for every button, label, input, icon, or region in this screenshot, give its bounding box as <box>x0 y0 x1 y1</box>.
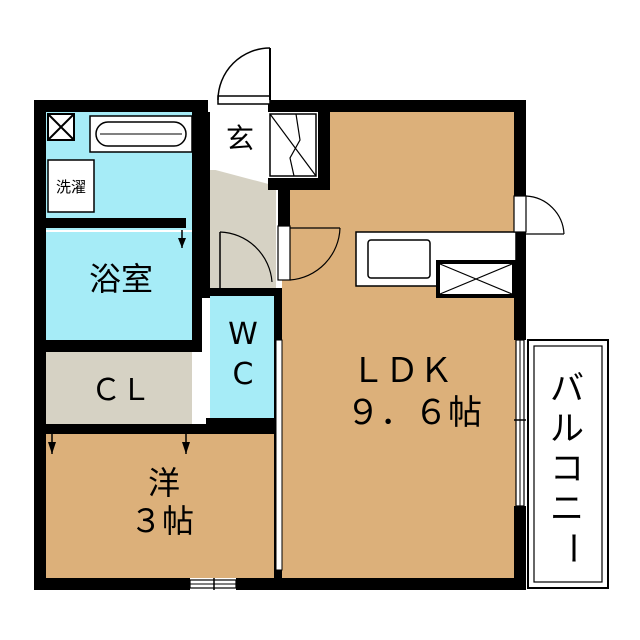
vanity-sink <box>89 115 193 153</box>
western-room-floor <box>42 433 282 578</box>
ldk-sliding-panel <box>275 339 283 571</box>
balcony-char-5: ー <box>552 531 592 565</box>
balcony-label: バ ル コ ニ ー <box>550 369 592 565</box>
balcony <box>527 339 609 589</box>
entrance-label: 玄 <box>226 122 254 155</box>
entrance-label-bg <box>218 118 262 154</box>
ldk-floor <box>282 110 516 578</box>
shoe-cabinet <box>269 113 317 177</box>
wc-floor <box>210 292 276 420</box>
bath-floor <box>42 232 192 342</box>
exterior-walls <box>34 100 526 590</box>
laundry-label: 洗濯 <box>56 178 86 196</box>
balcony-window <box>514 339 526 507</box>
bath-door[interactable] <box>178 230 186 248</box>
hall-door[interactable] <box>219 231 273 288</box>
balcony-char-3: コ <box>550 449 584 489</box>
interior-walls <box>42 112 330 578</box>
wc-label-c: C <box>233 357 254 392</box>
western-label: 洋 <box>148 464 180 502</box>
closet-floor <box>42 352 192 424</box>
bath-label: 浴室 <box>89 260 153 298</box>
ldk-size-label: ９．６帖 <box>346 393 482 433</box>
ldk-door[interactable] <box>277 225 341 281</box>
balcony-char-2: ル <box>550 409 584 449</box>
kitchen-counter <box>355 231 517 298</box>
wc-label-w: W <box>228 317 258 352</box>
ldk-label: ＬＤＫ <box>351 351 453 391</box>
closet-doors[interactable] <box>48 434 190 454</box>
bottom-window <box>189 578 237 590</box>
balcony-char-1: バ <box>550 369 584 409</box>
side-door[interactable] <box>513 195 565 235</box>
laundry-label-bg <box>50 172 92 200</box>
storage-box <box>47 113 75 141</box>
balcony-char-4: ニ <box>550 489 584 529</box>
entrance-door[interactable] <box>217 47 271 105</box>
western-size-label: ３帖 <box>130 502 194 540</box>
closet-label: ＣＬ <box>91 373 151 408</box>
hall-floor <box>208 168 276 292</box>
